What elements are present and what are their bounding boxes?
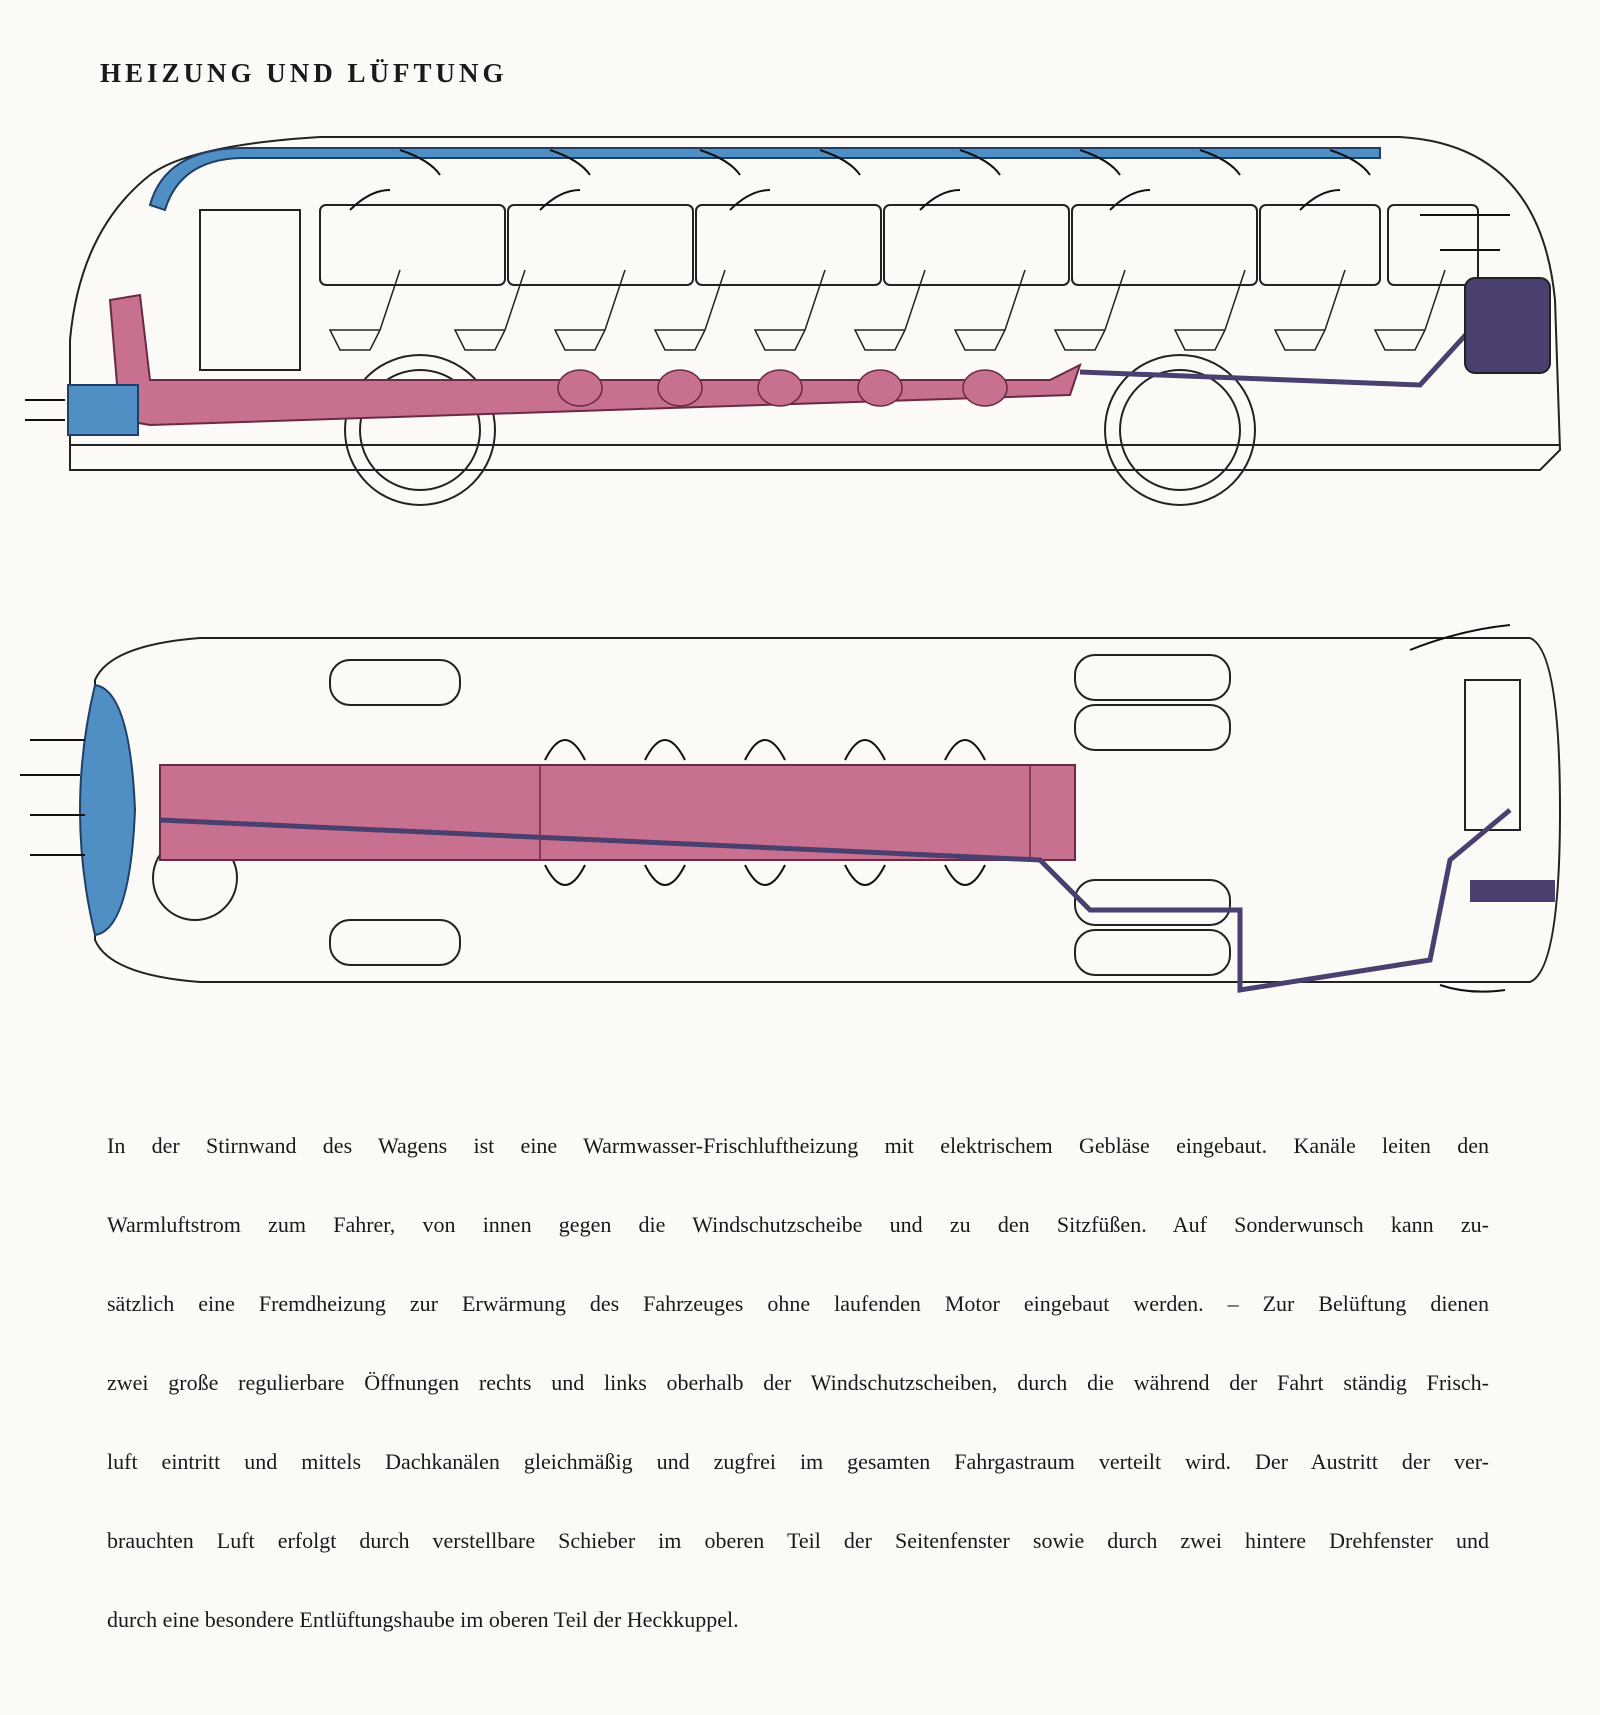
heating-duct (108, 293, 1082, 427)
water-pipe (1079, 328, 1472, 388)
airflow-arrows-top (20, 624, 1511, 993)
bus-body-outline (69, 136, 1562, 471)
airflow-arrows (25, 149, 1510, 421)
bus-top-view-diagram (20, 624, 1562, 993)
front-wheel (344, 354, 496, 506)
roof-air-duct (148, 147, 1381, 212)
paragraph-line: durch eine besondere Entlüftungshaube im… (107, 1607, 739, 1632)
description-paragraph: In der Stirnwand des Wagens ist eine War… (107, 1126, 1489, 1679)
heater-blower (67, 384, 139, 436)
engine (1464, 277, 1551, 374)
engine-top (1470, 880, 1555, 902)
paragraph-line: luft eintritt und mittels Dachkanälen gl… (107, 1449, 1489, 1474)
page-title: HEIZUNG UND LÜFTUNG (100, 58, 508, 88)
bus-side-view-diagram (25, 136, 1562, 506)
paragraph-line: In der Stirnwand des Wagens ist eine War… (107, 1133, 1489, 1158)
rear-wheel (1104, 354, 1256, 506)
bus-top-outline (94, 637, 1562, 983)
seats (328, 269, 1446, 351)
front-windshield (79, 683, 137, 937)
paragraph-line: brauchten Luft erfolgt durch verstellbar… (107, 1528, 1489, 1553)
floor-heating-duct (159, 764, 1076, 861)
paragraph-line: sätzlich eine Fremdheizung zur Erwärmung… (107, 1291, 1489, 1316)
paragraph-line: Warmluftstrom zum Fahrer, von innen gege… (107, 1212, 1489, 1237)
side-windows (319, 204, 1479, 286)
water-pipe-top (159, 808, 1512, 993)
paragraph-line: zwei große regulierbare Öffnungen rechts… (107, 1370, 1489, 1395)
